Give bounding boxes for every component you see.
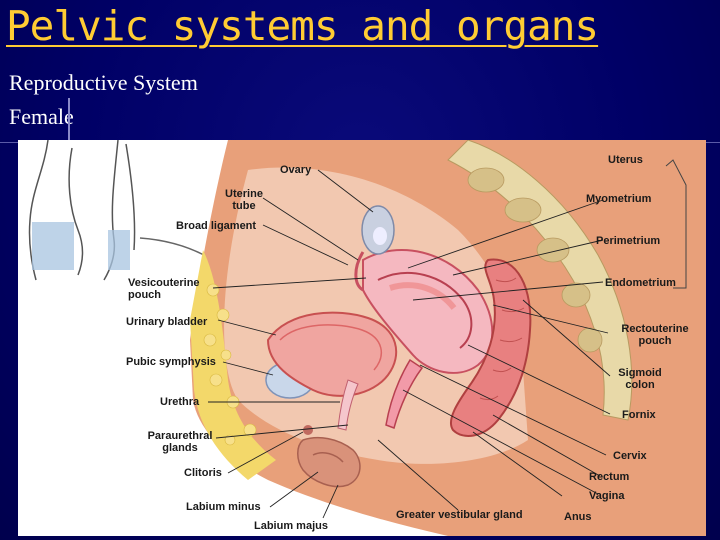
uterus-shape xyxy=(362,249,494,374)
urinary-bladder-shape xyxy=(266,311,398,397)
label-paraurethral-glands: Paraurethral glands xyxy=(147,430,213,454)
label-rectouterine-pouch: Rectouterine pouch xyxy=(621,323,689,347)
label-greater-vestibular-gland: Greater vestibular gland xyxy=(396,509,523,521)
label-myometrium: Myometrium xyxy=(586,193,652,205)
inset-pelvis-region-side xyxy=(108,230,130,270)
pelvis-cross-section xyxy=(190,140,706,536)
label-vesicouterine-pouch: Vesicouterine pouch xyxy=(128,277,200,301)
label-labium-majus: Labium majus xyxy=(254,520,328,532)
label-cervix: Cervix xyxy=(613,450,647,462)
label-anus: Anus xyxy=(564,511,592,523)
subtitle-reproductive-system: Reproductive System xyxy=(9,70,198,95)
leader-lines xyxy=(208,169,611,519)
label-perimetrium: Perimetrium xyxy=(596,235,661,247)
label-vagina: Vagina xyxy=(589,490,625,502)
label-pubic-symphysis: Pubic symphysis xyxy=(126,356,216,368)
label-urethra: Urethra xyxy=(160,396,200,408)
label-rectum: Rectum xyxy=(589,471,630,483)
label-urinary-bladder: Urinary bladder xyxy=(126,316,208,328)
anatomy-illustration xyxy=(28,140,706,536)
label-broad-ligament: Broad ligament xyxy=(176,220,257,232)
fat-anterior xyxy=(190,250,276,480)
urethra-shape xyxy=(337,379,359,431)
clitoris-shape xyxy=(303,425,313,435)
label-clitoris: Clitoris xyxy=(184,467,222,479)
sacrum xyxy=(447,140,633,421)
anatomy-figure: Ovary Uterine tube Broad ligament Vesico… xyxy=(18,140,706,536)
subtitle-female: Female xyxy=(9,104,74,129)
label-labium-minus: Labium minus xyxy=(186,501,261,513)
label-endometrium: Endometrium xyxy=(605,277,676,289)
label-sigmoid-colon: Sigmoid colon xyxy=(618,367,662,391)
vagina-shape xyxy=(385,358,424,429)
label-ovary: Ovary xyxy=(280,164,312,176)
divider-vertical xyxy=(68,98,70,142)
slide-title: Pelvic systems and organs xyxy=(6,2,599,50)
rectum-shape xyxy=(450,258,532,437)
inset-pelvis-region xyxy=(32,222,74,270)
label-uterus: Uterus xyxy=(608,154,643,166)
label-fornix: Fornix xyxy=(622,409,656,421)
label-uterine-tube: Uterine tube xyxy=(225,188,263,212)
uterus-bracket xyxy=(665,159,687,289)
labium-shape xyxy=(297,437,361,488)
